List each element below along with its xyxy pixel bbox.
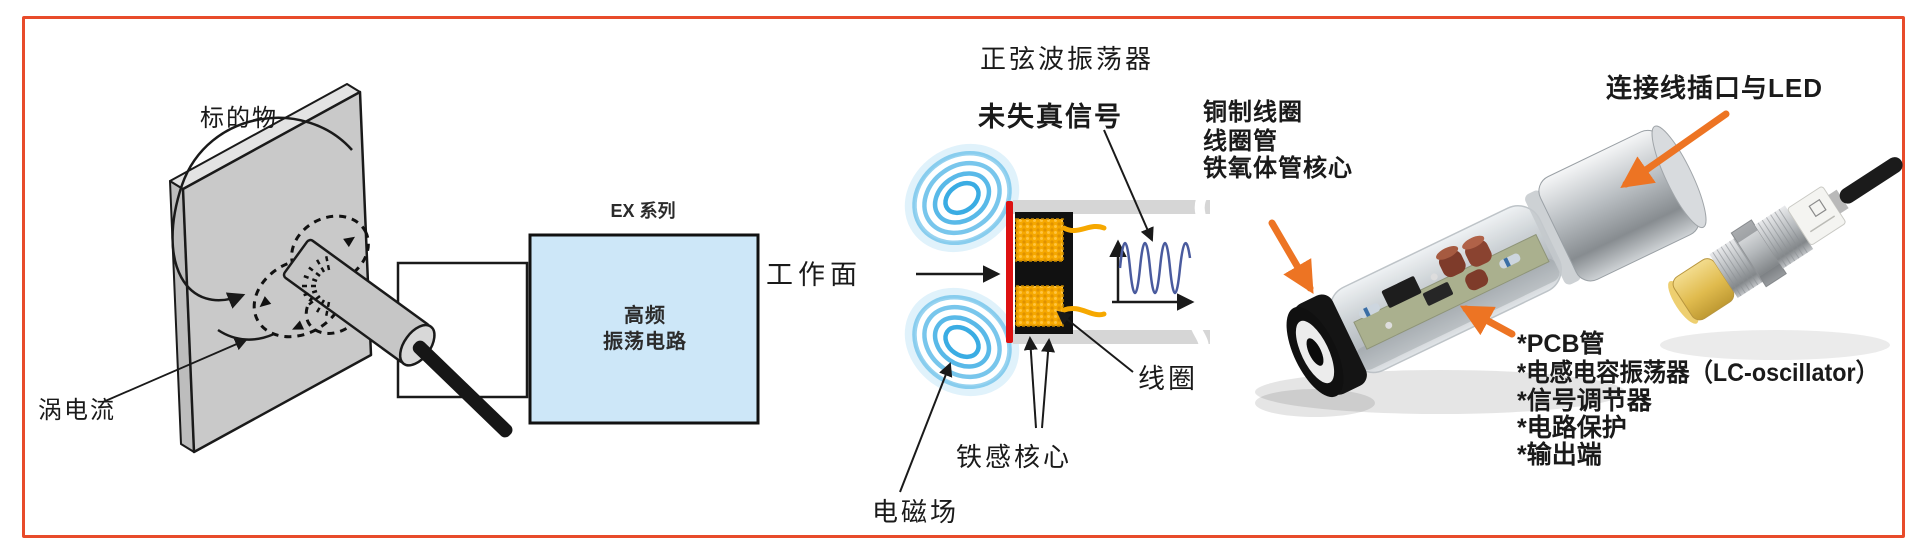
connector-note-arrow <box>1620 110 1730 189</box>
pcb-notes-list: *PCB管 *电感电容振荡器（LC-oscillator） *信号调节器 *电路… <box>1517 329 1879 469</box>
eddy-current-pointer <box>102 338 248 403</box>
right-sensor-photos: 铜制线圈 线圈管 铁氧体管核心 连接线插口与LED *PCB管 *电感电容振荡器… <box>1203 73 1903 469</box>
hf-circuit-line2: 振荡电路 <box>603 329 687 353</box>
coil-lead-top <box>1061 224 1107 234</box>
cable-ferrule <box>1828 189 1849 214</box>
ex-series-box <box>528 233 760 425</box>
coil-note-line2: 线圈管 <box>1203 127 1278 155</box>
sensor-probe <box>282 238 513 438</box>
pcb-note-item: *输出端 <box>1517 440 1602 469</box>
probe-cable <box>412 340 513 438</box>
coil-lead-bottom <box>1061 306 1107 318</box>
eddy-current-label: 涡电流 <box>38 397 116 424</box>
junction-box <box>396 261 529 399</box>
coil-note-line1: 铜制线圈 <box>1203 99 1303 126</box>
pcb-note-arrow <box>1459 305 1516 338</box>
sensor-shadow <box>1660 330 1890 360</box>
core-label: 铁感核心 <box>956 442 1072 472</box>
sine-wave <box>1118 242 1192 294</box>
pcb-note-item: *电路保护 <box>1517 414 1627 442</box>
core-pointer-2 <box>1041 338 1056 429</box>
target-plate <box>169 83 373 454</box>
coil-note-arrow <box>1268 219 1314 295</box>
coil-winding-bottom <box>1015 285 1064 327</box>
signal-pointer <box>1103 129 1154 242</box>
pcb-components <box>1358 235 1521 329</box>
connector-note: 连接线插口与LED <box>1606 73 1823 103</box>
core-pointer-1 <box>1023 336 1038 429</box>
field-pointer <box>899 362 953 493</box>
hf-circuit-line1: 高频 <box>624 303 666 327</box>
eddy-loop-arrowheads <box>259 236 356 330</box>
cutaway-nose-shadow <box>1255 389 1375 417</box>
signal-plot <box>1109 239 1195 311</box>
cutaway-sensor-photo <box>1286 125 1707 398</box>
complete-sensor-photo <box>1668 157 1903 324</box>
coil-note-line3: 铁氧体管核心 <box>1203 154 1353 182</box>
undistorted-signal-label: 未失真信号 <box>978 102 1123 132</box>
coil-winding-top <box>1015 218 1064 262</box>
left-eddy-current-diagram: 标的物 涡电流 EX 系列 高频 振荡电路 <box>38 83 760 454</box>
middle-sensor-cross-section: 正弦波振荡器 未失真信号 工作面 线圈 铁感核心 电磁场 <box>766 44 1211 527</box>
coil-label: 线圈 <box>1138 364 1198 394</box>
working-face-surface <box>1006 201 1013 343</box>
ferrite-nose <box>1286 294 1367 398</box>
pcb-note-item: *PCB管 <box>1517 329 1605 358</box>
core-and-coils <box>1006 201 1107 343</box>
pcb-note-item: *信号调节器 <box>1517 386 1653 415</box>
em-field-loops-upper <box>904 143 1020 253</box>
eddy-spray-lines <box>300 254 331 318</box>
coil-pointer <box>1056 310 1134 373</box>
pcb-note-item: *电感电容振荡器（LC-oscillator） <box>1517 358 1879 387</box>
working-face-label: 工作面 <box>766 260 862 290</box>
sensor-cable <box>1839 157 1903 204</box>
target-object-label: 标的物 <box>200 105 278 132</box>
housing-break-line <box>1189 191 1211 355</box>
oscillator-label: 正弦波振荡器 <box>980 44 1154 74</box>
field-label: 电磁场 <box>872 497 959 527</box>
ex-series-label: EX 系列 <box>610 201 675 221</box>
